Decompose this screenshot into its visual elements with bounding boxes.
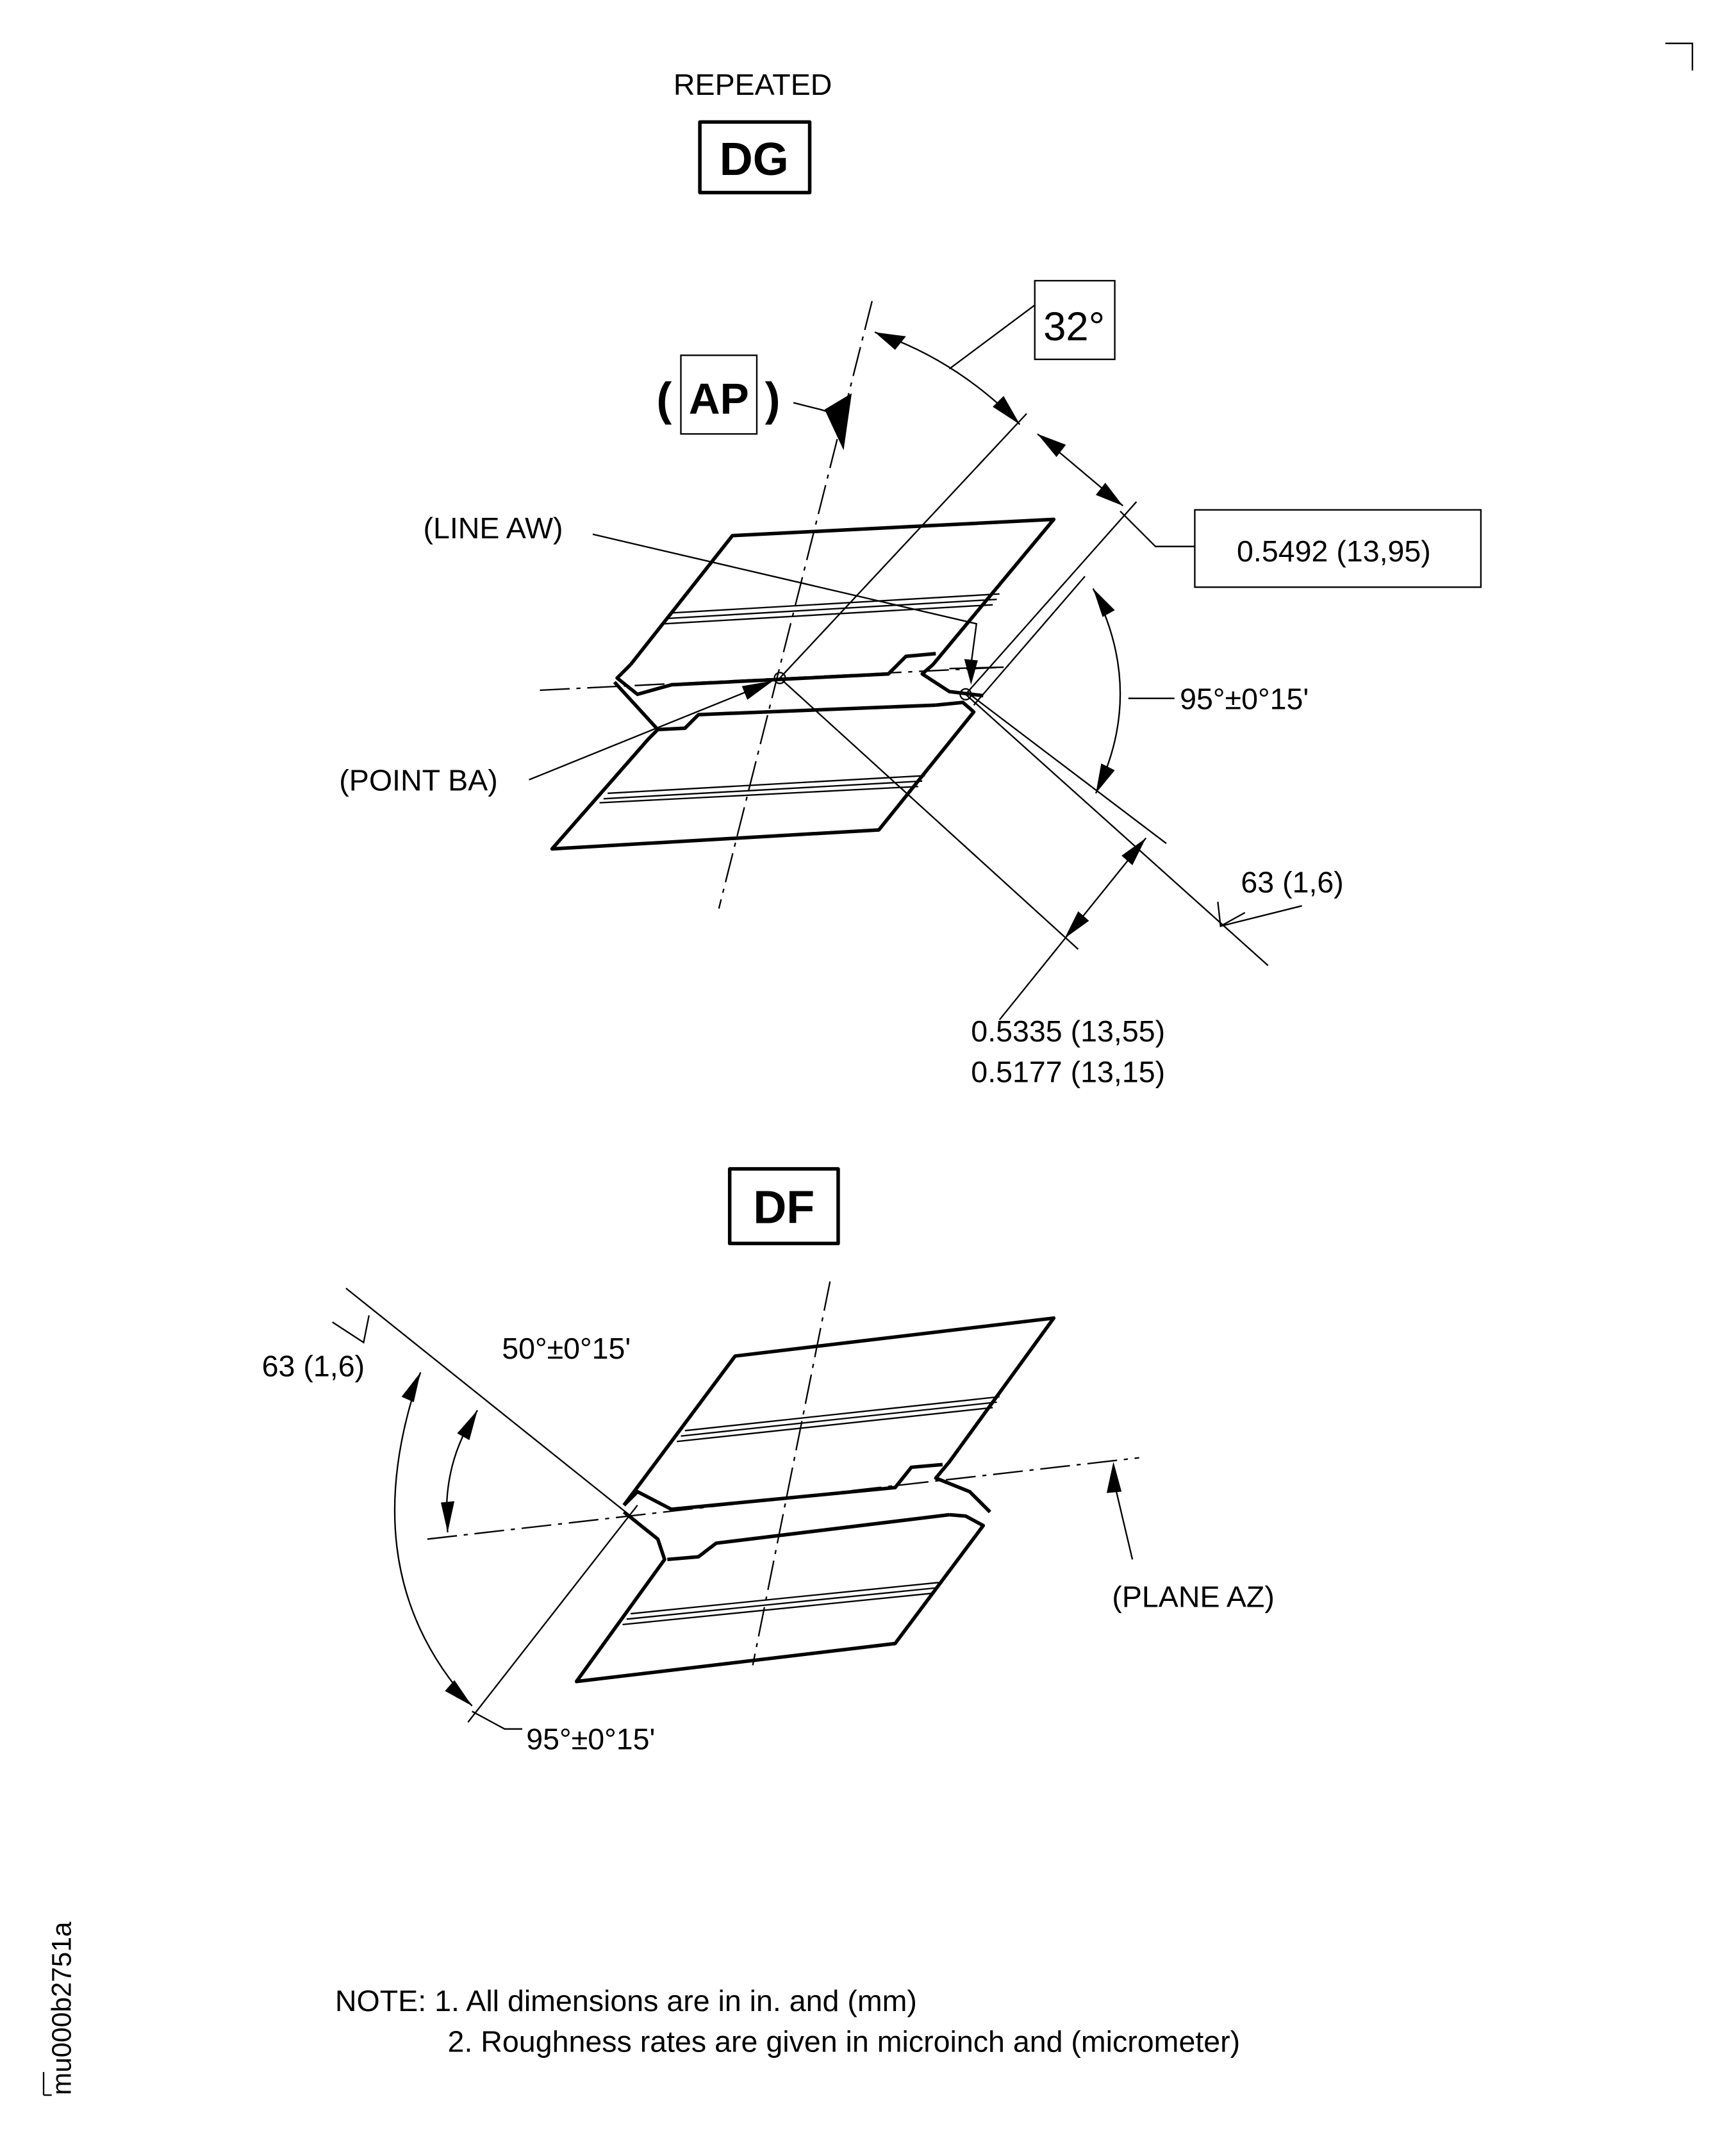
basic-dim-box (1194, 509, 1482, 588)
dim-min-label: 0.5177 (13,15) (971, 1056, 1165, 1089)
part-outline (550, 517, 1056, 851)
angle-95-arc (393, 1371, 473, 1707)
figure-id: mu000b2751a (42, 1921, 76, 2096)
angle-95-label: 95°±0°15' (526, 1723, 655, 1756)
part-outline (574, 1316, 1056, 1684)
line-aw-label: (LINE AW) (423, 511, 563, 545)
view-dg-label: DG (720, 134, 789, 185)
section-ap-label: AP (689, 375, 749, 423)
angle-50-label: 50°±0°15' (502, 1332, 631, 1365)
top-view: ( AP ) 32° 0.5492 (13,95) (LINE AW) (POI… (339, 279, 1482, 1089)
section-arrow (824, 393, 852, 451)
point-ba-label: (POINT BA) (339, 764, 497, 797)
bottom-view: (PLANE AZ) 63 (1,6) 50°±0°15' 95°±0°15' (262, 1281, 1275, 1756)
roughness-symbol (1217, 901, 1302, 928)
note-2: 2. Roughness rates are given in microinc… (448, 2025, 1241, 2058)
angle-32-box (1034, 279, 1116, 360)
section-ap-box (680, 354, 758, 435)
angle-95-label: 95°±0°15' (1180, 683, 1309, 716)
view-dg-box (698, 120, 812, 195)
angle-95-arc (1092, 588, 1121, 794)
repeated-label: REPEATED (674, 68, 832, 101)
line-aw-marker (959, 688, 972, 700)
extension-line (779, 413, 1027, 679)
plane-az-label: (PLANE AZ) (1112, 1580, 1275, 1613)
corner-mark (1665, 42, 1694, 71)
view-df-label: DF (753, 1182, 814, 1234)
roughness-symbol (332, 1315, 370, 1344)
paren-open: ( (656, 374, 672, 425)
paren-close: ) (765, 374, 781, 425)
dim-max-label: 0.5335 (13,55) (971, 1015, 1165, 1048)
point-ba-marker (773, 672, 786, 684)
roughness-label: 63 (1,6) (262, 1350, 365, 1383)
roughness-label: 63 (1,6) (1241, 865, 1343, 899)
basic-dim-label: 0.5492 (13,95) (1237, 534, 1431, 568)
figure-id-label: mu000b2751a (46, 1921, 76, 2095)
angle-32-label: 32° (1043, 304, 1105, 349)
view-df-box (727, 1167, 840, 1246)
note-1: NOTE: 1. All dimensions are in in. and (… (335, 1984, 917, 2017)
